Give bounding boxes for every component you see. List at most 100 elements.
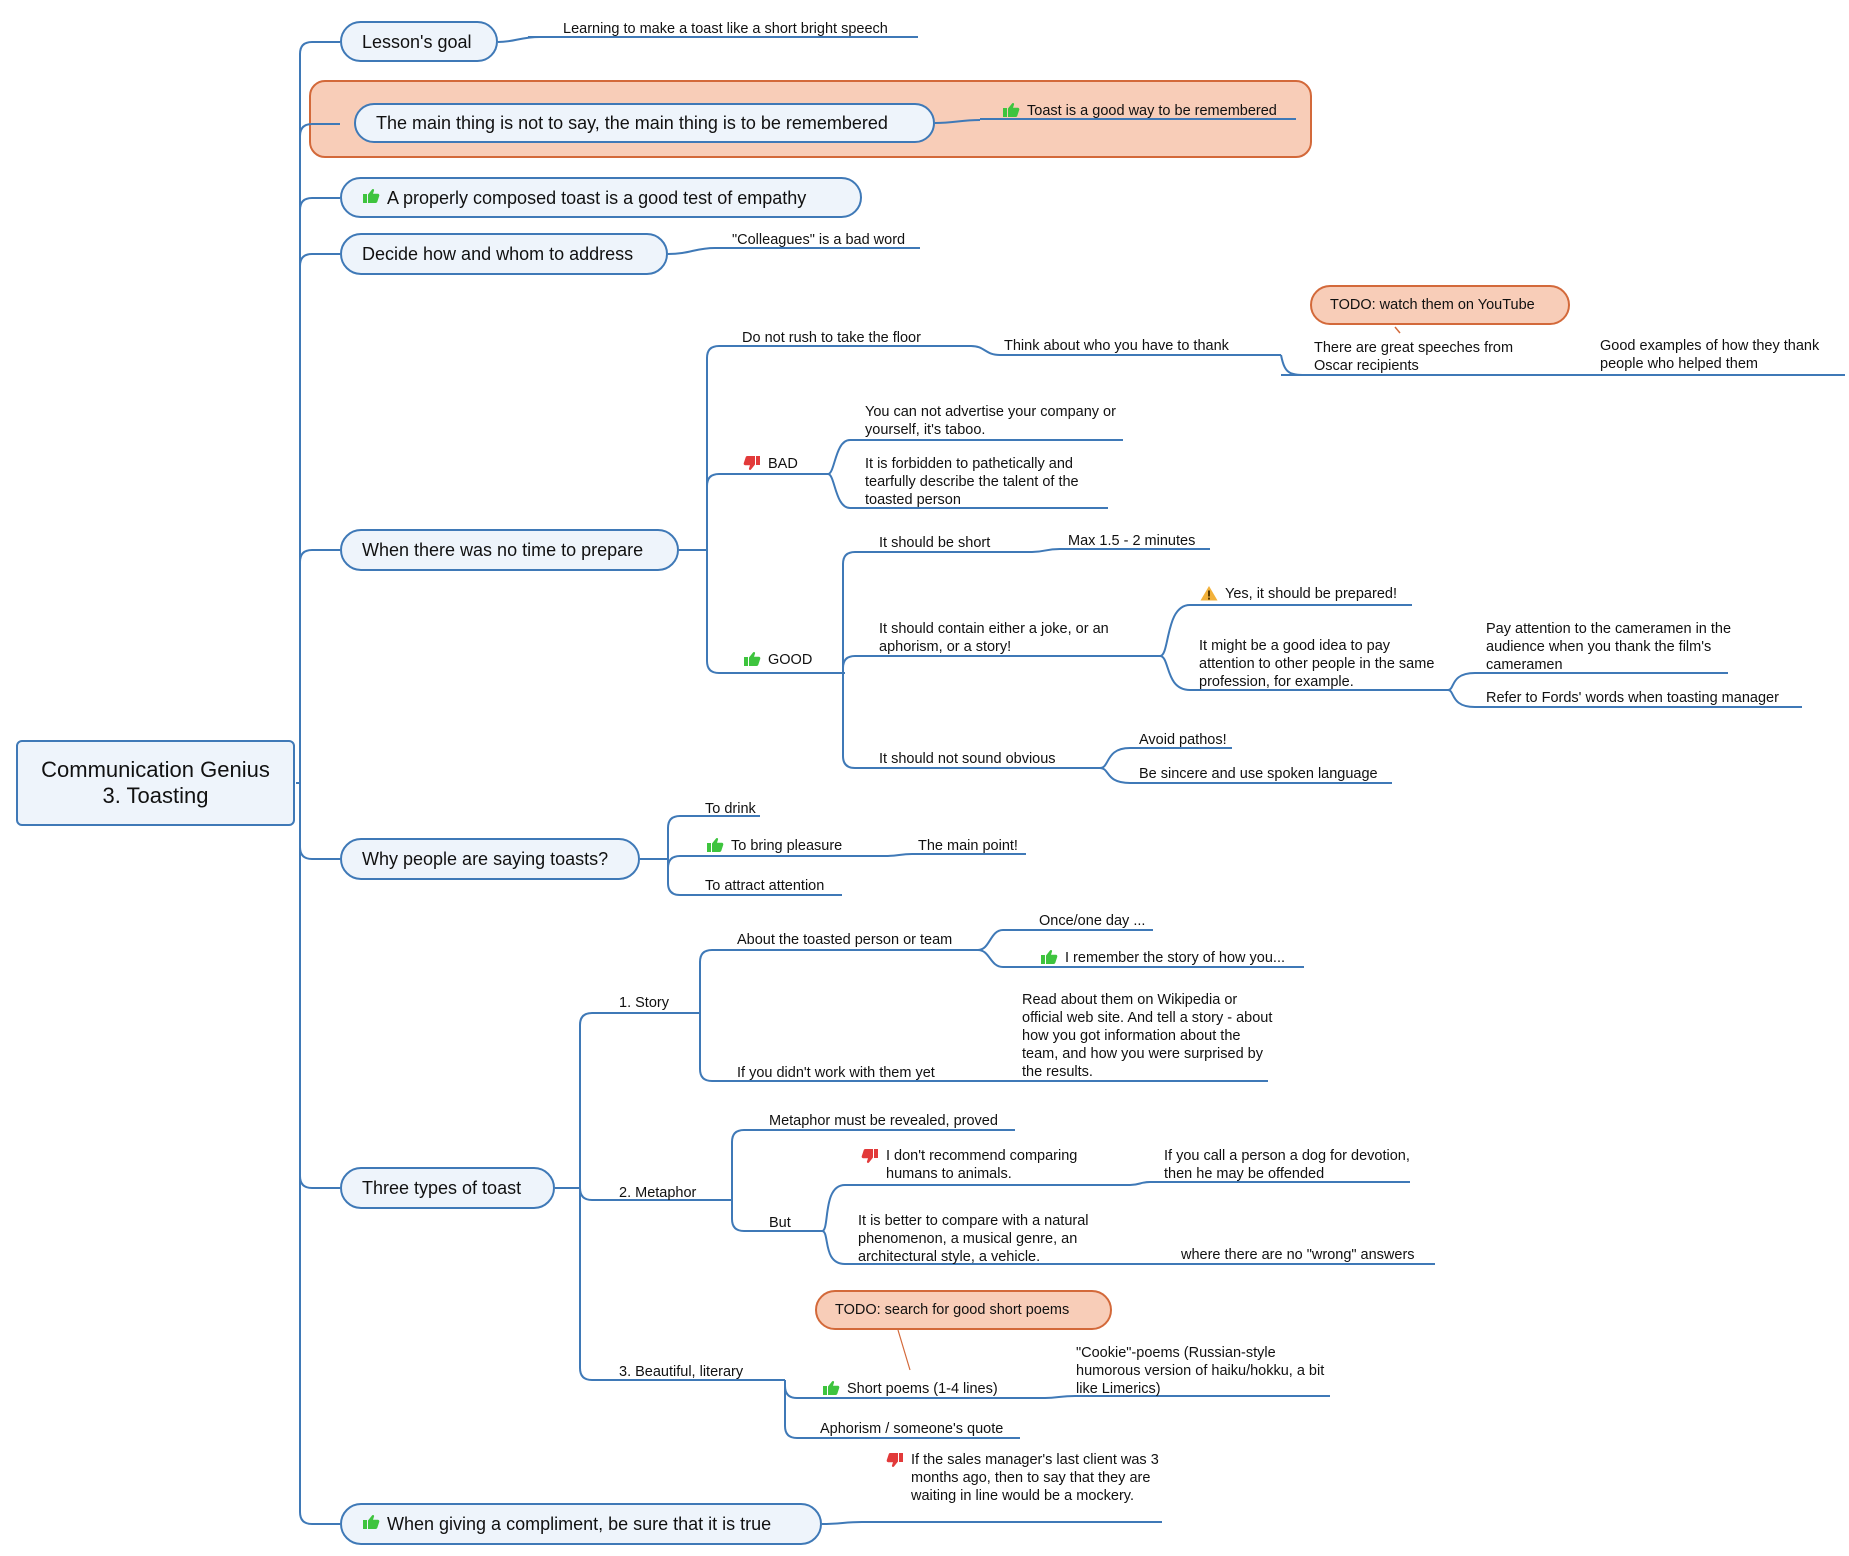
topic-lessons-goal[interactable]: Lesson's goal (340, 21, 498, 62)
good-short[interactable]: It should be short (879, 535, 991, 551)
warning-icon (1200, 585, 1218, 606)
literary-poems[interactable]: Short poems (1-4 lines) (822, 1380, 998, 1401)
note-lesson-goal[interactable]: Learning to make a toast like a short br… (563, 21, 888, 37)
good-fords[interactable]: Refer to Fords' words when toasting mana… (1486, 690, 1779, 706)
good-max-minutes[interactable]: Max 1.5 - 2 minutes (1068, 533, 1196, 549)
branch-line (842, 655, 1160, 673)
branch-line (1447, 672, 1476, 691)
topic-empathy[interactable]: A properly composed toast is a good test… (340, 177, 862, 218)
subtopic-bad[interactable]: BAD (743, 455, 798, 476)
topic-no-time[interactable]: When there was no time to prepare (340, 529, 679, 571)
topic-label: Why people are saying toasts? (362, 849, 609, 869)
branch-line (1044, 1395, 1076, 1399)
good-pathos[interactable]: Avoid pathos! (1139, 732, 1227, 748)
branch-line (1159, 655, 1191, 691)
branch-line (821, 1230, 846, 1265)
topic-label: A properly composed toast is a good test… (387, 187, 807, 208)
topic-main-thing[interactable]: The main thing is not to say, the main t… (354, 103, 935, 143)
type-literary[interactable]: 3. Beautiful, literary (619, 1364, 744, 1380)
metaphor-dont-compare[interactable]: I don't recommend comparing humans to an… (861, 1147, 1101, 1183)
topic-label: When there was no time to prepare (362, 540, 644, 560)
why-attention[interactable]: To attract attention (705, 878, 825, 894)
good-cameramen[interactable]: Pay attention to the cameramen in the au… (1486, 621, 1732, 673)
branch-line (579, 1188, 785, 1381)
todo-connector (897, 1329, 911, 1371)
branch-line (299, 41, 340, 783)
story-once[interactable]: Once/one day ... (1039, 913, 1146, 929)
branch-line (706, 473, 828, 550)
branch-line (1159, 604, 1191, 657)
subtopic-oscar[interactable]: There are great speeches from Oscar reci… (1314, 340, 1514, 374)
branch-line (884, 853, 913, 857)
topic-label: Decide how and whom to address (362, 244, 634, 264)
note-good-way[interactable]: Toast is a good way to be remembered (1002, 102, 1277, 123)
root-title-line1: Communication Genius (41, 757, 270, 782)
subtopic-think-thank[interactable]: Think about who you have to thank (1004, 338, 1229, 354)
topic-why-toasts[interactable]: Why people are saying toasts? (340, 838, 640, 880)
metaphor-better[interactable]: It is better to compare with a natural p… (858, 1213, 1089, 1265)
topic-three-types[interactable]: Three types of toast (340, 1167, 555, 1209)
todo-connector (1394, 326, 1401, 334)
story-read[interactable]: Read about them on Wikipedia or official… (1022, 992, 1273, 1080)
branch-line (699, 1013, 990, 1082)
branch-line (842, 673, 1100, 769)
type-metaphor[interactable]: 2. Metaphor (619, 1185, 697, 1201)
topic-label: Three types of toast (362, 1178, 522, 1198)
branch-line (970, 345, 1001, 356)
branch-line (299, 783, 340, 1525)
good-idea[interactable]: It might be a good idea to pay attention… (1199, 638, 1435, 690)
root-topic[interactable]: Communication Genius 3. Toasting (16, 740, 295, 826)
branch-line (784, 1380, 1020, 1439)
story-about[interactable]: About the toasted person or team (737, 932, 953, 948)
note-colleagues[interactable]: "Colleagues" is a bad word (732, 232, 906, 248)
branch-line (699, 949, 978, 1013)
thumbs-up-icon (743, 651, 761, 672)
todo-search-poems[interactable]: TODO: search for good short poems (815, 1290, 1112, 1330)
subtopic-do-not-rush[interactable]: Do not rush to take the floor (742, 330, 921, 346)
metaphor-wrong[interactable]: where there are no "wrong" answers (1181, 1247, 1415, 1263)
compliment-note[interactable]: If the sales manager's last client was 3… (886, 1451, 1161, 1505)
topic-address[interactable]: Decide how and whom to address (340, 233, 668, 275)
literary-cookie[interactable]: "Cookie"-poems (Russian-style humorous v… (1076, 1345, 1325, 1397)
good-prepared[interactable]: Yes, it should be prepared! (1200, 585, 1397, 606)
branch-line (842, 551, 1032, 673)
metaphor-revealed[interactable]: Metaphor must be revealed, proved (769, 1113, 998, 1129)
branch-line (731, 1129, 1015, 1200)
topic-label: The main thing is not to say, the main t… (376, 113, 888, 133)
branch-line (706, 345, 971, 550)
branch-line (827, 439, 851, 475)
subtopic-good[interactable]: GOOD (743, 651, 812, 672)
literary-aphorism[interactable]: Aphorism / someone's quote (820, 1421, 1004, 1437)
story-not-work[interactable]: If you didn't work with them yet (737, 1065, 935, 1081)
bad-advertise[interactable]: You can not advertise your company or yo… (865, 404, 1116, 438)
branch-line (299, 549, 340, 783)
subtopic-good-examples[interactable]: Good examples of how they thank people w… (1600, 338, 1820, 372)
branch-line (299, 123, 340, 783)
why-drink[interactable]: To drink (705, 801, 756, 817)
type-story[interactable]: 1. Story (619, 995, 669, 1011)
topic-compliment[interactable]: When giving a compliment, be sure that i… (340, 1503, 822, 1545)
branch-line (667, 859, 842, 896)
todo-watch-youtube[interactable]: TODO: watch them on YouTube (1310, 285, 1570, 325)
why-main-point[interactable]: The main point! (918, 838, 1018, 854)
branch-line (1099, 767, 1131, 784)
branch-line (667, 247, 716, 255)
why-pleasure[interactable]: To bring pleasure (706, 837, 842, 858)
topic-label: When giving a compliment, be sure that i… (387, 1514, 772, 1534)
good-contain[interactable]: It should contain either a joke, or an a… (879, 621, 1109, 655)
good-obvious[interactable]: It should not sound obvious (879, 751, 1056, 767)
branch-line (706, 550, 845, 674)
branch-line (977, 929, 1004, 951)
metaphor-but[interactable]: But (769, 1215, 791, 1231)
branch-line (299, 783, 340, 1189)
good-sincere[interactable]: Be sincere and use spoken language (1139, 766, 1378, 782)
metaphor-dog[interactable]: If you call a person a dog for devotion,… (1164, 1148, 1410, 1182)
story-remember[interactable]: I remember the story of how you... (1040, 949, 1285, 970)
topic-label: Lesson's goal (362, 31, 472, 52)
branch-line (821, 1521, 863, 1525)
branch-line (299, 253, 340, 783)
thumbs-down-icon (886, 1452, 904, 1473)
bad-pathetic[interactable]: It is forbidden to pathetically and tear… (865, 456, 1079, 508)
root-title-line2: 3. Toasting (102, 783, 209, 808)
